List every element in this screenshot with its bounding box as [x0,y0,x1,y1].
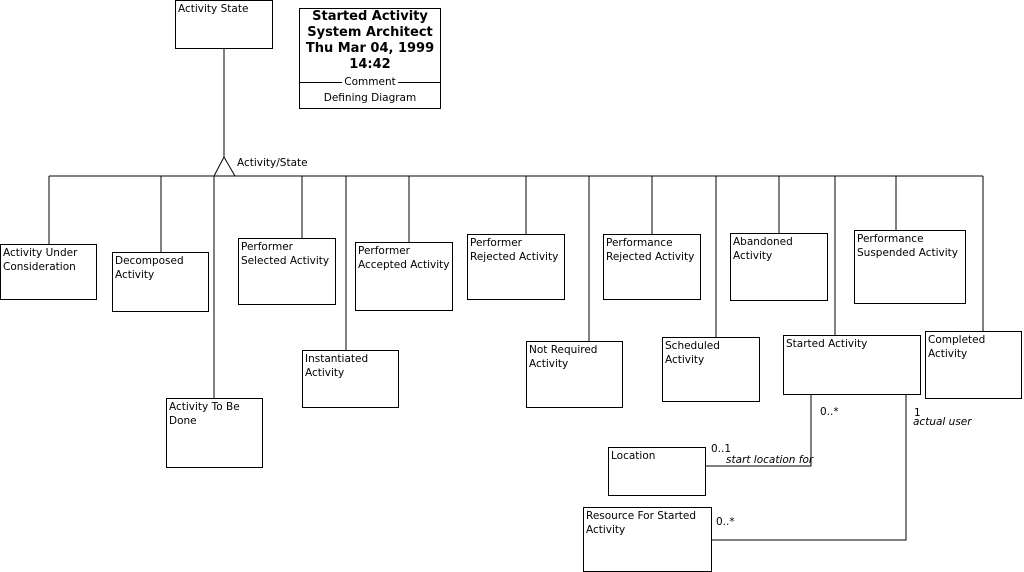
entity-location[interactable]: Location [608,447,706,496]
entity-not-required-activity[interactable]: Not Required Activity [526,341,623,408]
entity-performer-selected-activity[interactable]: Performer Selected Activity [238,238,336,305]
entity-completed-activity[interactable]: Completed Activity [925,331,1022,399]
entity-abandoned-activity[interactable]: Abandoned Activity [730,233,828,301]
diagram-footer: Defining Diagram [323,92,417,104]
entity-activity-state[interactable]: Activity State [175,0,273,49]
entity-performance-rejected-activity[interactable]: Performance Rejected Activity [603,234,701,300]
resource-multiplicity-near: 0..* [716,516,735,528]
entity-performer-rejected-activity[interactable]: Performer Rejected Activity [467,234,565,300]
diagram-title: Started Activity [312,9,428,24]
resource-multiplicity-far: 1 [914,407,921,419]
entity-started-activity[interactable]: Started Activity [783,335,921,395]
comment-label: Comment [342,76,398,88]
entity-decomposed-activity[interactable]: Decomposed Activity [112,252,209,312]
diagram-date: Thu Mar 04, 1999 [305,41,435,56]
comment-separator: Comment [300,75,440,89]
entity-scheduled-activity[interactable]: Scheduled Activity [662,337,760,402]
diagram-time: 14:42 [349,57,391,72]
entity-activity-under-consideration[interactable]: Activity Under Consideration [0,244,97,300]
entity-resource-for-started-activity[interactable]: Resource For Started Activity [583,507,712,572]
diagram-title-block: Started Activity System Architect Thu Ma… [299,8,441,109]
location-multiplicity-far: 0..* [820,406,839,418]
generalization-triangle [213,155,236,177]
entity-performer-accepted-activity[interactable]: Performer Accepted Activity [355,242,453,311]
location-role-label: start location for [726,454,814,466]
entity-performance-suspended-activity[interactable]: Performance Suspended Activity [854,230,966,304]
generalization-label: Activity/State [237,157,308,169]
entity-activity-to-be-done[interactable]: Activity To Be Done [166,398,263,468]
location-multiplicity-near: 0..1 [711,443,732,455]
resource-role-label: actual user [913,416,972,428]
diagram-author: System Architect [307,25,433,40]
entity-instantiated-activity[interactable]: Instantiated Activity [302,350,399,408]
